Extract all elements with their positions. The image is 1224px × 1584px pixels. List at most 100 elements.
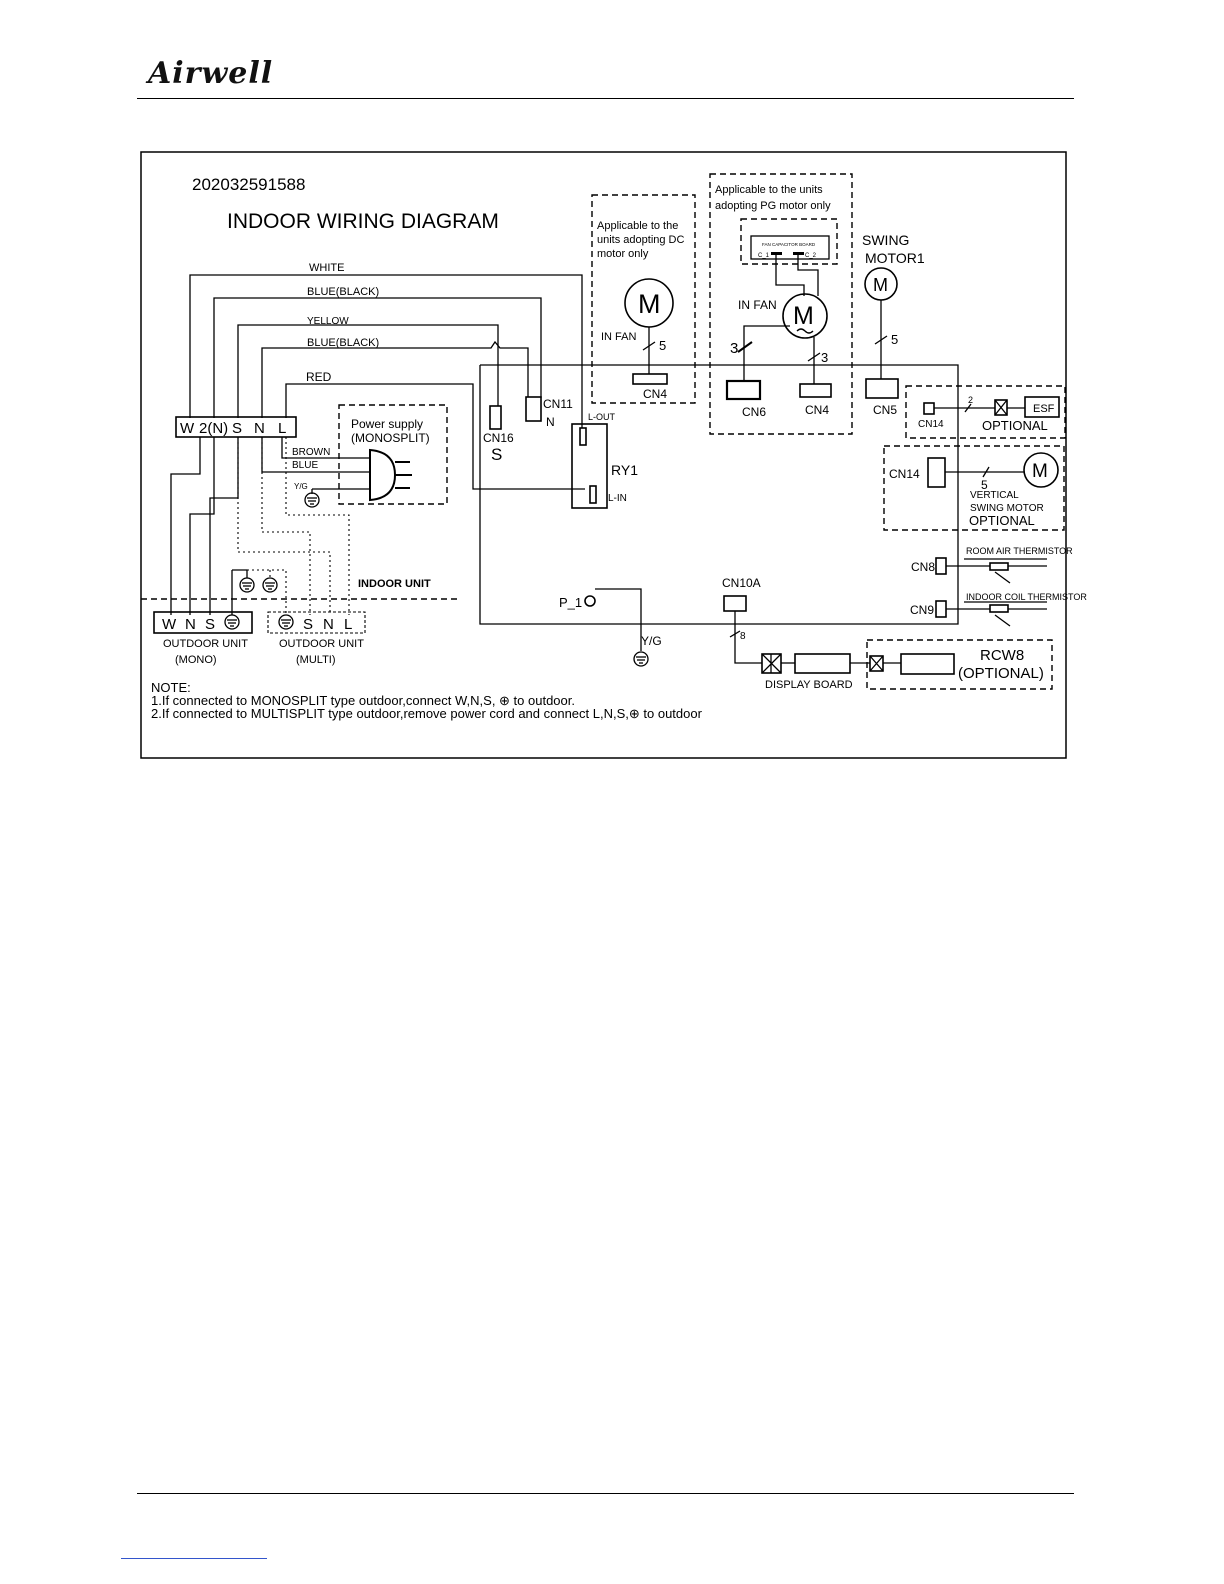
relay-name: RY1 [611, 462, 638, 478]
indoor-unit-label: INDOOR UNIT [358, 578, 431, 590]
connector-cn5 [865, 378, 899, 399]
cn16-s: S [491, 445, 502, 464]
pg-wire-count-3a: 3 [730, 340, 738, 357]
vertical-swing-motor-icon [1023, 452, 1059, 488]
pg-note-line1: Applicable to the units [715, 184, 823, 196]
connector-cn9 [935, 600, 947, 618]
wire-label-red: RED [306, 370, 332, 384]
esf-optional-label: OPTIONAL [982, 418, 1048, 433]
note-line1: 1.If connected to MONOSPLIT type outdoor… [151, 693, 575, 708]
connector-cn11 [525, 396, 542, 422]
cn8-label: CN8 [911, 560, 935, 574]
esf-optional-box [905, 385, 1066, 439]
main-board-outline [479, 364, 959, 625]
diagram-frame [140, 151, 1067, 759]
multi-term-l: L [344, 616, 352, 633]
terminal-l: L [278, 420, 286, 437]
p1-terminal [584, 595, 596, 607]
dc-wire-count: 5 [659, 338, 666, 353]
wire-label-blue-black-1: BLUE(BLACK) [307, 286, 379, 298]
connector-cn6 [725, 379, 762, 401]
p1-label: P_1 [559, 595, 582, 610]
fan-capacitor-board-label: FAN CAPACITOR BOARD [762, 242, 816, 247]
outdoor-unit-multi-block [267, 611, 366, 634]
dc-motor-box [591, 194, 696, 404]
cn14-label: CN14 [889, 467, 920, 481]
pg-fan-motor-icon [782, 293, 828, 339]
dc-motor-m: M [638, 289, 661, 319]
capacitor-c1: C_1 [758, 253, 770, 259]
vertical-swing-count: 5 [981, 478, 988, 492]
vertical-swing-m: M [1032, 461, 1048, 482]
cn9-label: CN9 [910, 603, 934, 617]
capacitor-c2: C_2 [805, 253, 817, 259]
dc-note-line3: motor only [597, 248, 649, 260]
connector-cn10a [723, 595, 747, 612]
note-title: NOTE: [151, 680, 191, 695]
rcw8-optional-box [866, 639, 1053, 690]
vertical-swing-optional-box [883, 445, 1065, 531]
dc-in-fan-label: IN FAN [601, 331, 637, 343]
vertical-swing-optional-label: OPTIONAL [969, 513, 1035, 528]
mono-term-w: W [162, 616, 177, 633]
terminal-block [175, 416, 297, 438]
outdoor-multi-line1: OUTDOOR UNIT [279, 638, 364, 650]
cn5-label: CN5 [873, 403, 897, 417]
swing-wire-count: 5 [891, 332, 898, 347]
footer-rule [137, 1493, 1074, 1494]
power-supply-box [338, 404, 448, 505]
room-air-thermistor-label: ROOM AIR THERMISTOR [966, 546, 1073, 556]
dc-note-line1: Applicable to the [597, 220, 678, 232]
header-rule [137, 98, 1074, 99]
swing-motor-line1: SWING [862, 232, 909, 248]
esf-module [1024, 396, 1060, 418]
swing-motor-line2: MOTOR1 [865, 250, 925, 266]
terminal-2n: 2(N) [199, 420, 228, 437]
multi-term-n: N [323, 616, 334, 633]
footer-link-underline[interactable] [121, 1558, 267, 1559]
display-board [794, 653, 851, 674]
mono-term-n: N [185, 616, 196, 633]
diagram-code: 202032591588 [192, 175, 305, 194]
pg-wire-count-3b: 3 [821, 350, 828, 365]
wire-blue: BLUE [292, 460, 318, 471]
wire-label-yellow: YELLOW [307, 316, 349, 327]
cn16-label: CN16 [483, 431, 514, 445]
rcw8-module [900, 653, 955, 675]
display-board-label: DISPLAY BOARD [765, 679, 853, 691]
outdoor-unit-mono-block [153, 611, 253, 634]
terminal-n: N [254, 420, 265, 437]
pg-motor-box [709, 173, 853, 435]
diagram-title: INDOOR WIRING DIAGRAM [227, 210, 499, 233]
vertical-swing-line2: SWING MOTOR [970, 503, 1044, 514]
cn10a-label: CN10A [722, 576, 761, 590]
esf-wire-count: 2 [968, 395, 973, 405]
cn4-dc-label: CN4 [643, 387, 667, 401]
cn6-label: CN6 [742, 405, 766, 419]
connector-cn14-esf [923, 402, 935, 415]
vertical-swing-line1: VERTICAL [970, 490, 1019, 501]
rcw8-line1: RCW8 [980, 647, 1024, 664]
pg-in-fan-label: IN FAN [738, 298, 777, 312]
multi-term-s: S [303, 616, 313, 633]
terminal-s: S [232, 420, 242, 437]
note-line2: 2.If connected to MULTISPLIT type outdoo… [151, 706, 703, 721]
dc-note-line2: units adopting DC [597, 234, 684, 246]
relay-l-out: L-OUT [588, 412, 616, 422]
wire-label-white: WHITE [309, 262, 344, 274]
power-plug [369, 448, 397, 502]
power-supply-line2: (MONOSPLIT) [351, 431, 430, 445]
yg-ground-label: Y/G [641, 634, 662, 648]
outdoor-wires [170, 437, 352, 615]
connector-cn4-dc [632, 373, 668, 385]
power-supply-line1: Power supply [351, 417, 423, 431]
wire-brown: BROWN [292, 447, 330, 458]
terminal-w: W [180, 420, 195, 437]
wire-yg: Y/G [294, 482, 308, 491]
airwell-logo: Airwell [148, 56, 274, 91]
mono-term-s: S [205, 616, 215, 633]
relay-ry1 [571, 423, 608, 509]
connector-cn4-pg [799, 383, 832, 398]
